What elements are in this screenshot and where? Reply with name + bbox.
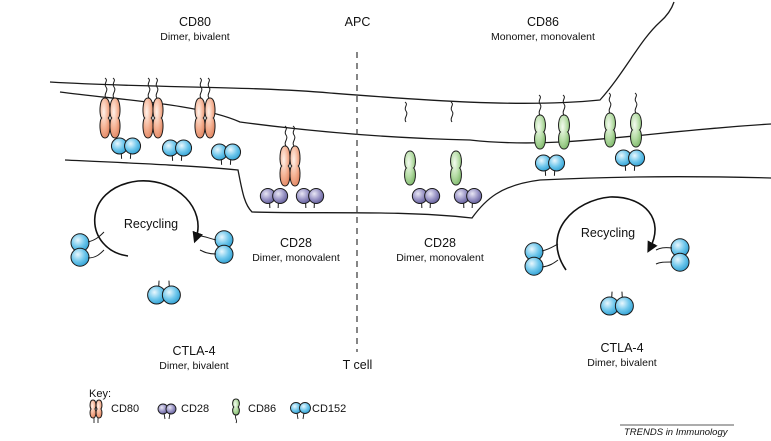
t-cell-label: T cell [342,358,373,372]
ctla4-right-subtitle: Dimer, bivalent [587,357,657,369]
cd28-left-title: CD28 [280,236,312,250]
ctla4-recycling [655,238,690,272]
cd86-monomer [630,92,642,148]
ctla4-right-title: CTLA-4 [600,341,644,355]
cd86-tail [404,101,408,123]
key-label-cd152: CD152 [312,403,347,415]
key-icon-cd80 [89,399,103,423]
key-icons [89,398,311,424]
apc-label: APC [344,15,371,29]
apc-membrane [49,1,771,144]
cd86-subtitle: Monomer, monovalent [491,31,595,43]
cd80-dimer [142,77,164,139]
ctla4-recycling [147,280,181,305]
ctla4-dimer-bound [534,154,566,176]
key-label-cd80: CD80 [111,403,140,415]
ctla4-dimer-bound [614,149,646,171]
recycling-arrow-left [94,180,204,257]
key-icon-cd28 [157,403,177,420]
key-label-cd86: CD86 [248,403,277,415]
cd28-dimer [453,188,483,209]
cd80-dimer [279,125,301,187]
cd28-right-title: CD28 [424,236,456,250]
cd86-monomer [604,92,616,148]
key-icon-cd86 [232,398,240,424]
cd80-subtitle: Dimer, bivalent [160,31,230,43]
cd86-monomer [534,94,546,150]
cd80-title: CD80 [179,15,211,29]
t-cell-membrane [64,159,771,219]
journal-attribution: TRENDS in Immunology [624,427,728,438]
cd28-dimer [411,188,441,209]
cd28-left-subtitle: Dimer, monovalent [252,252,340,264]
ctla4-recycling [199,230,234,264]
key-label-cd28: CD28 [181,403,210,415]
ctla4-recycling [70,231,105,267]
cd80-dimer [194,77,216,139]
key-icon-cd152 [290,402,311,420]
cd86-monomer [404,150,416,186]
ctla4-dimer-bound [161,139,193,161]
ctla4-dimer-bound [110,137,142,159]
recycling-arrow-right [556,196,658,271]
cd28-dimer [259,188,289,209]
recycling-label-right: Recycling [580,226,636,240]
ctla4-dimer-bound [210,143,242,165]
molecule-layer [70,77,690,316]
ctla4-recycling [524,242,559,276]
cd86-monomer [558,94,570,150]
key-title: Key: [89,388,112,400]
cd86-tail [450,101,454,123]
ctla4-recycling [600,291,634,316]
ctla4-left-subtitle: Dimer, bivalent [159,360,229,372]
cd28-right-subtitle: Dimer, monovalent [396,252,484,264]
cd80-dimer [99,77,121,139]
cd28-dimer [295,188,325,209]
cd86-title: CD86 [527,15,559,29]
ctla4-left-title: CTLA-4 [172,344,216,358]
cd86-monomer [450,150,462,186]
recycling-label-left: Recycling [123,217,179,231]
